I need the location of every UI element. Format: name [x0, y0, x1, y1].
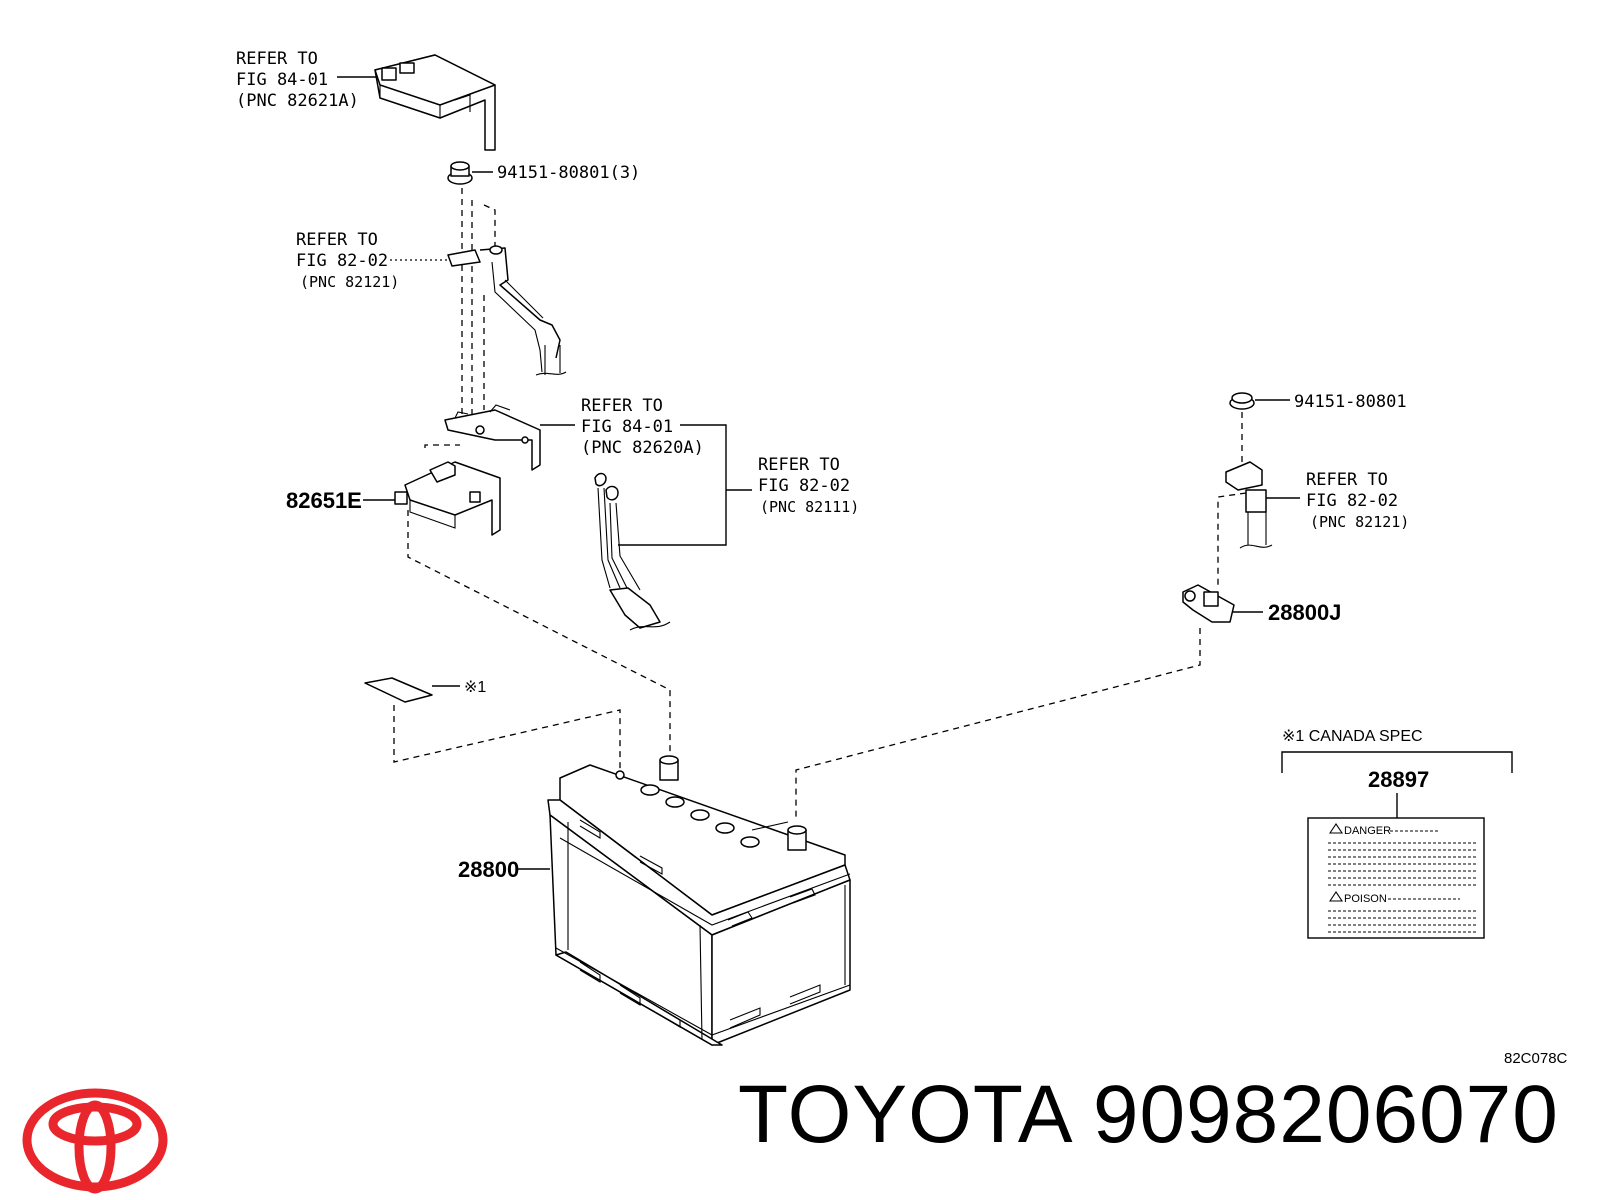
ref-82-02-b-line2: FIG 82-02 — [758, 476, 850, 496]
warning-label-sheet: DANGER POISON — [1307, 817, 1485, 939]
ref-84-01-a-line3: (PNC 82621A) — [236, 91, 359, 111]
ref-82-02-c-line1: REFER TO — [1306, 470, 1388, 490]
brand-title: TOYOTA 9098206070 — [738, 1068, 1559, 1162]
note-mark-label: ※1 — [464, 679, 486, 696]
terminal-cable-a — [447, 245, 567, 376]
ref-84-01-a-line2: FIG 84-01 — [236, 70, 328, 90]
part-28800-label: 28800 — [458, 857, 519, 882]
figure-code: 82C078C — [1504, 1050, 1568, 1067]
ref-82-02-b-line3: (PNC 82111) — [760, 498, 859, 516]
toyota-logo-icon — [22, 1088, 168, 1194]
terminal-cable-b — [1225, 461, 1273, 549]
danger-text: DANGER — [1344, 825, 1391, 837]
ref-84-01-b-line2: FIG 84-01 — [581, 417, 673, 437]
part-82651E-label: 82651E — [286, 488, 362, 513]
fuse-holder-part — [394, 461, 501, 536]
brand-part-number: 9098206070 — [1092, 1069, 1559, 1160]
ref-82-02-a-line2: FIG 82-02 — [296, 251, 388, 271]
ref-82-02-b-line1: REFER TO — [758, 455, 840, 475]
nut-1-label: 94151-80801 — [1294, 392, 1407, 412]
battery-part — [547, 755, 851, 1046]
poison-text: POISON — [1344, 893, 1387, 905]
positive-cables — [594, 472, 671, 631]
canada-label-sheet — [364, 677, 433, 703]
part-28897-label: 28897 — [1368, 767, 1429, 792]
nut-part-a — [447, 161, 473, 185]
current-sensor-part — [1182, 584, 1235, 623]
ref-82-02-a-line3: (PNC 82121) — [300, 273, 399, 291]
battery-cover-part — [374, 54, 496, 151]
part-28800J-label: 28800J — [1268, 600, 1341, 625]
nut-3-label: 94151-80801(3) — [497, 163, 640, 183]
brand-name: TOYOTA — [738, 1069, 1070, 1160]
ref-82-02-a-line1: REFER TO — [296, 230, 378, 250]
ref-82-02-c-line2: FIG 82-02 — [1306, 491, 1398, 511]
ref-82-02-c-line3: (PNC 82121) — [1310, 513, 1409, 531]
fuse-block-bracket — [444, 404, 541, 471]
nut-part-b — [1229, 392, 1255, 410]
ref-84-01-b-line3: (PNC 82620A) — [581, 438, 704, 458]
ref-84-01-a-line1: REFER TO — [236, 49, 318, 69]
ref-84-01-b-line1: REFER TO — [581, 396, 663, 416]
canada-spec-label: ※1 CANADA SPEC — [1282, 728, 1423, 745]
